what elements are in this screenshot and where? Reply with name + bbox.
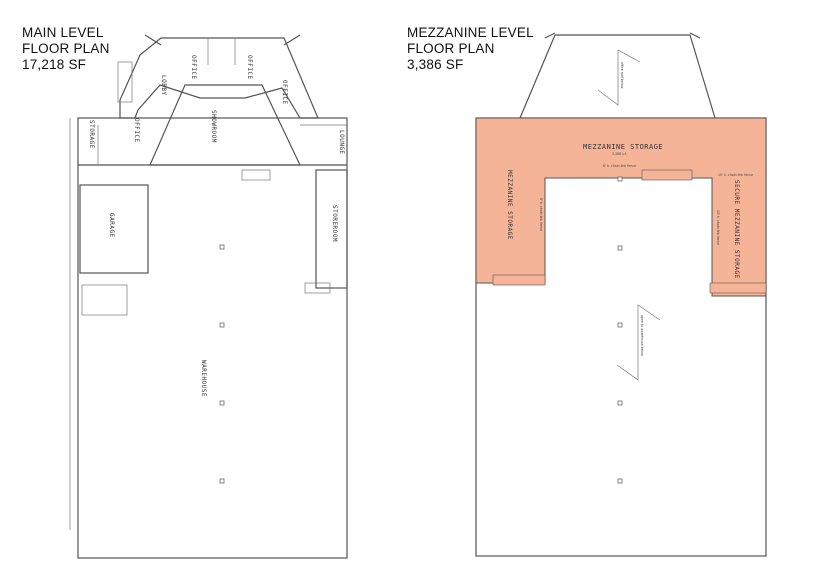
main-level-plan: OFFICE OFFICE OFFICE OFFICE LOBBY SHOWRO… bbox=[69, 34, 348, 559]
column bbox=[617, 400, 623, 406]
canopy-right bbox=[283, 34, 301, 46]
column bbox=[617, 176, 623, 182]
office-roof-outline bbox=[519, 34, 716, 119]
mezzanine-level-plan: office roof below MEZZANINE STORAGE 3,38… bbox=[475, 32, 767, 557]
room-showroom: SHOWROOM bbox=[210, 110, 217, 143]
room-storage: STORAGE bbox=[88, 120, 95, 149]
column bbox=[617, 245, 623, 251]
room-office: OFFICE bbox=[190, 55, 197, 80]
note-fence: 10' h. chain link fence bbox=[718, 173, 753, 177]
warehouse-outline bbox=[77, 117, 348, 559]
column bbox=[219, 478, 225, 484]
column bbox=[617, 322, 623, 328]
stair-left bbox=[492, 274, 546, 286]
mezz-title-line2: FLOOR PLAN bbox=[407, 41, 495, 56]
showroom-outline bbox=[149, 84, 301, 166]
roof-below-arrow bbox=[597, 49, 641, 106]
canopy-left bbox=[144, 34, 162, 46]
room-garage: GARAGE bbox=[108, 213, 115, 238]
room-mezzanine-storage: MEZZANINE STORAGE bbox=[583, 143, 663, 151]
storeroom-outline bbox=[315, 169, 348, 289]
main-title-line2: FLOOR PLAN bbox=[22, 41, 110, 56]
mezz-title-line1: MEZZANINE LEVEL bbox=[407, 25, 534, 40]
stair-storeroom bbox=[304, 282, 331, 294]
room-office: OFFICE bbox=[133, 118, 140, 143]
stair-top bbox=[641, 169, 693, 181]
column bbox=[219, 244, 225, 250]
mezz-area: 3,386 SF bbox=[407, 57, 464, 72]
main-area: 17,218 SF bbox=[22, 57, 87, 72]
note-fence: 8' h. chain link fence bbox=[539, 198, 543, 231]
note-office-roof: office roof below bbox=[620, 62, 624, 89]
garage-outline bbox=[79, 184, 149, 274]
ramp bbox=[81, 284, 128, 316]
main-level-title: MAIN LEVEL FLOOR PLAN 17,218 SF bbox=[22, 25, 110, 73]
column bbox=[219, 322, 225, 328]
room-lounge: LOUNGE bbox=[338, 130, 345, 155]
note-fence: 10' h. chain link fence bbox=[716, 210, 720, 245]
room-area: 3,386 s.f. bbox=[612, 152, 627, 156]
room-secure-storage: SECURE MEZZANINE STORAGE bbox=[733, 180, 740, 279]
room-office: OFFICE bbox=[281, 80, 288, 105]
note-open-below: open to warehouse below bbox=[640, 315, 644, 356]
room-warehouse: WAREHOUSE bbox=[200, 360, 207, 397]
note-fence: 8' h. chain link fence bbox=[603, 164, 636, 168]
mezzanine-level-title: MEZZANINE LEVEL FLOOR PLAN 3,386 SF bbox=[407, 25, 534, 73]
column bbox=[219, 400, 225, 406]
stair-right bbox=[709, 282, 767, 294]
room-storeroom: STOREROOM bbox=[331, 205, 338, 242]
room-lobby: LOBBY bbox=[160, 75, 167, 96]
main-title-line1: MAIN LEVEL bbox=[22, 25, 104, 40]
stair-main bbox=[241, 169, 271, 181]
office-wing bbox=[119, 37, 319, 119]
open-below-arrow bbox=[616, 304, 661, 381]
entry-stair bbox=[117, 61, 133, 103]
room-office: OFFICE bbox=[246, 55, 253, 80]
room-mezzanine-storage-left: MEZZANINE STORAGE bbox=[506, 170, 513, 240]
columns bbox=[219, 244, 225, 484]
columns bbox=[617, 176, 623, 484]
canopy-right bbox=[689, 32, 701, 39]
canopy-left bbox=[544, 32, 556, 39]
column bbox=[617, 478, 623, 484]
